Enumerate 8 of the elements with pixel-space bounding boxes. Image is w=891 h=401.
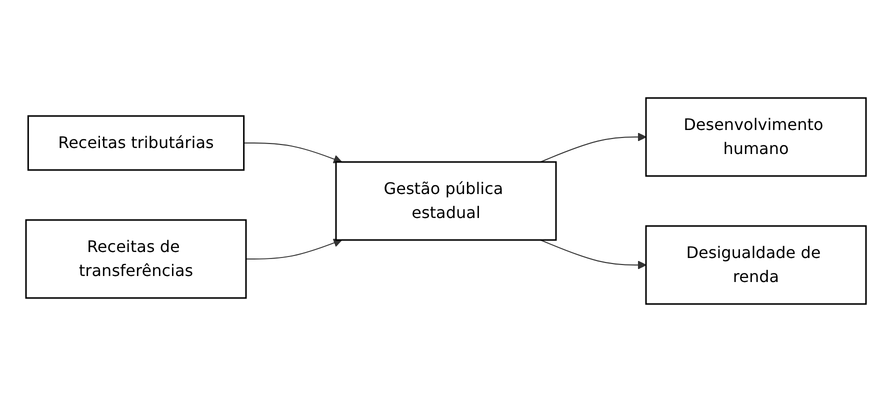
node-box: Desenvolvimento humano — [644, 96, 866, 176]
node-box: Receitas de transferências — [24, 218, 246, 298]
node-box: Gestão pública estadual — [334, 160, 556, 240]
arrow — [539, 239, 646, 269]
node-box: Receitas tributárias — [26, 114, 244, 170]
arrow — [245, 238, 342, 259]
node-box: Desigualdade de renda — [644, 224, 866, 304]
arrow — [242, 142, 342, 163]
